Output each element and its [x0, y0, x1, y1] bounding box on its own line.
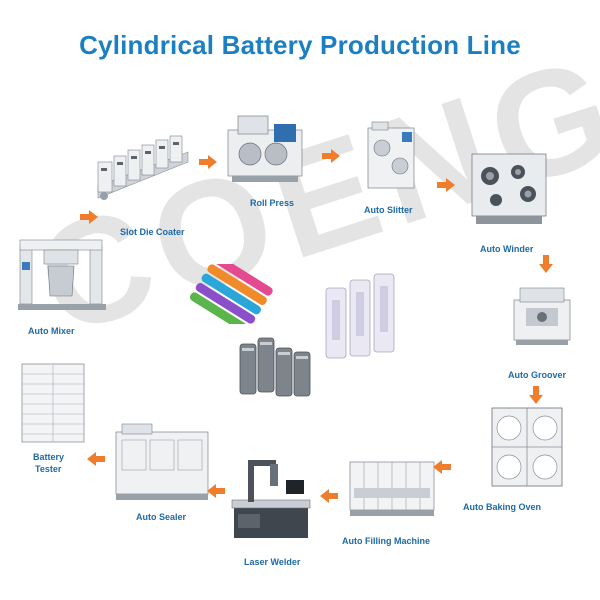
groover-machine-icon: [513, 287, 571, 345]
laser-welder-icon: [231, 460, 311, 538]
arrow-left-icon: [87, 452, 105, 466]
station-label-auto-winder: Auto Winder: [480, 244, 534, 254]
station-label-battery-tester-line1: Battery: [33, 452, 65, 462]
arrow-right-icon: [199, 155, 217, 169]
arrow-down-icon: [529, 386, 543, 404]
station-label-auto-mixer: Auto Mixer: [28, 326, 75, 336]
baking-oven-icon: [491, 407, 563, 487]
station-label-auto-filling-machine: Auto Filling Machine: [342, 536, 430, 546]
sealer-machine-icon: [115, 423, 209, 500]
station-label-auto-sealer: Auto Sealer: [136, 512, 187, 522]
mixer-machine-icon: [18, 239, 106, 310]
arrow-right-icon: [80, 210, 98, 224]
arrow-right-icon: [322, 149, 340, 163]
colored-cylindrical-cells-icon: [189, 264, 273, 324]
station-label-laser-welder: Laser Welder: [244, 557, 301, 567]
station-label-battery-tester-line2: Tester: [35, 464, 62, 474]
station-label-roll-press: Roll Press: [250, 198, 295, 208]
arrow-right-icon: [437, 178, 455, 192]
station-label-auto-baking-oven: Auto Baking Oven: [463, 502, 542, 512]
filling-machine-icon: [349, 461, 435, 516]
station-label-slot-die-coater: Slot Die Coater: [120, 227, 185, 237]
arrow-left-icon: [433, 460, 451, 474]
slot-die-coater-machine-icon: [97, 135, 189, 200]
arrow-left-icon: [320, 489, 338, 503]
white-cylindrical-cells-icon: [325, 273, 395, 359]
station-label-auto-groover: Auto Groover: [508, 370, 567, 380]
slitter-machine-icon: [367, 121, 415, 189]
arrow-down-icon: [539, 255, 553, 273]
battery-tester-icon: [21, 363, 85, 443]
arrow-left-icon: [207, 484, 225, 498]
station-label-auto-slitter: Auto Slitter: [364, 205, 413, 215]
winder-machine-icon: [471, 153, 547, 224]
roll-press-machine-icon: [227, 115, 303, 182]
page-title: Cylindrical Battery Production Line: [79, 30, 521, 60]
gray-cylindrical-cells-icon: [239, 337, 311, 397]
